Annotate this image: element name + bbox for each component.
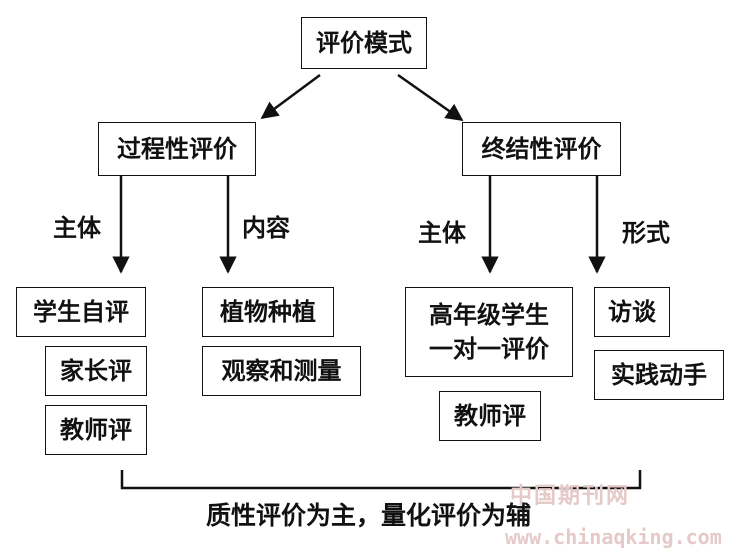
process-subject-label: 主体 bbox=[53, 214, 101, 242]
watermark-url: www.chinaqking.com bbox=[505, 525, 722, 549]
summative-form-label: 形式 bbox=[622, 219, 670, 247]
summative-evaluation-node: 终结性评价 bbox=[462, 122, 621, 176]
bottom-bracket bbox=[120, 470, 642, 490]
observe-measure-node: 观察和测量 bbox=[202, 346, 361, 396]
planting-node: 植物种植 bbox=[202, 287, 334, 337]
self-evaluation-node: 学生自评 bbox=[16, 287, 146, 337]
arrow-root-to-process bbox=[260, 73, 321, 120]
senior-student-line-1: 高年级学生 bbox=[429, 301, 549, 329]
watermark-cn: 中国期刊网 bbox=[510, 484, 631, 509]
bottom-caption: 质性评价为主，量化评价为辅 bbox=[205, 501, 531, 530]
summative-teacher-evaluation-node: 教师评 bbox=[439, 391, 541, 441]
summative-subject-label: 主体 bbox=[418, 219, 466, 247]
parent-evaluation-node: 家长评 bbox=[45, 346, 147, 396]
root-node: 评价模式 bbox=[301, 17, 427, 69]
arrow-root-to-summative bbox=[397, 73, 464, 122]
process-evaluation-node: 过程性评价 bbox=[98, 122, 256, 176]
senior-student-line-2: 一对一评价 bbox=[429, 335, 549, 363]
process-content-label: 内容 bbox=[242, 214, 290, 242]
interview-node: 访谈 bbox=[594, 287, 670, 337]
hands-on-node: 实践动手 bbox=[594, 350, 724, 400]
senior-student-node: 高年级学生 一对一评价 bbox=[405, 287, 573, 377]
teacher-evaluation-node: 教师评 bbox=[45, 405, 147, 455]
